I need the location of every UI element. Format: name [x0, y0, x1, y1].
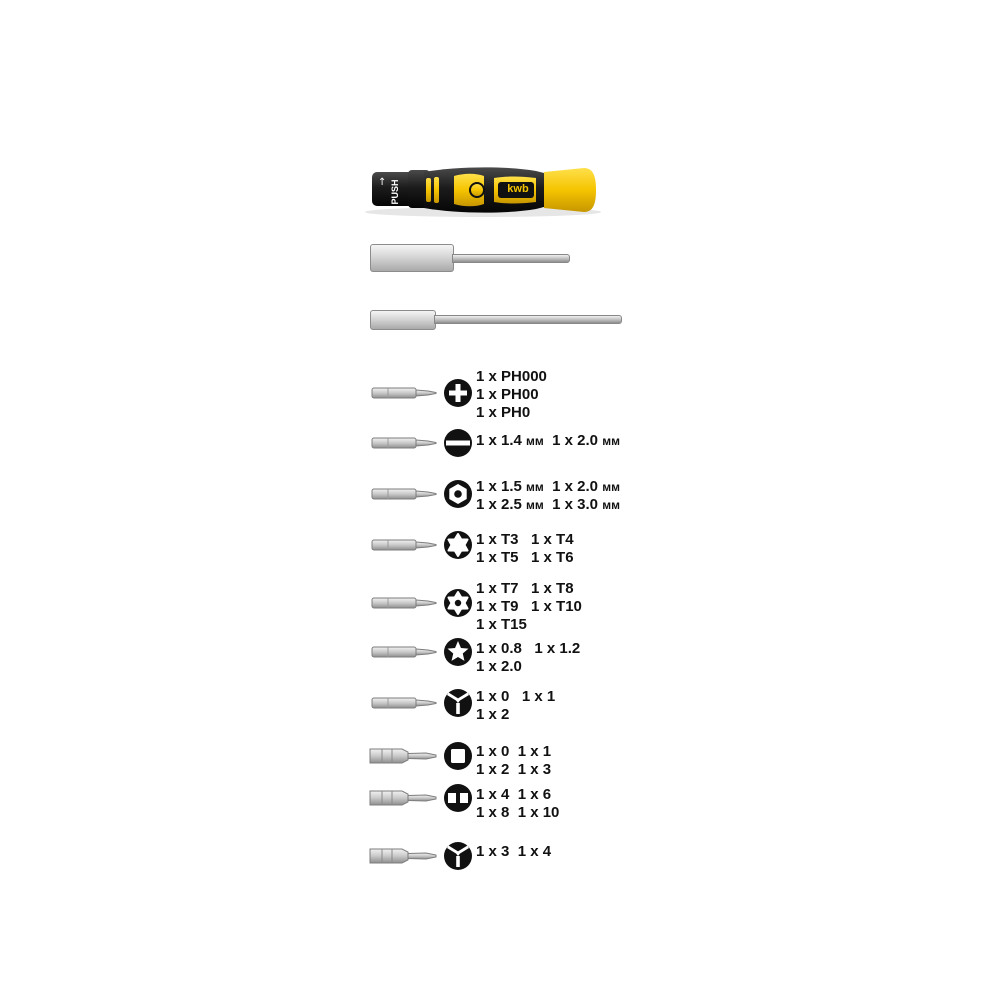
- bit-spec-line: 1 x 4 1 x 6: [476, 786, 552, 803]
- hex-icon: [443, 479, 473, 509]
- bit-image: [368, 694, 440, 712]
- bit-image: [368, 384, 440, 402]
- brand-logo: kwb: [507, 183, 529, 195]
- bit-spec-line: 1 x 1.5 мм 1 x 2.0 мм: [476, 478, 620, 495]
- bit-spec-line: 1 x PH0: [476, 404, 531, 421]
- bit-spec: 1 x 3 1 x 4: [476, 843, 551, 861]
- bit-image: [368, 747, 440, 765]
- bit-spec-line: 1 x 3 1 x 4: [476, 843, 552, 860]
- bit-spec-line: 1 x 2.5 мм 1 x 3.0 мм: [476, 496, 620, 513]
- bit-spec-line: 1 x T7 1 x T8: [476, 580, 574, 597]
- bit-image: [368, 594, 440, 612]
- bit-spec-line: 1 x T15: [476, 616, 527, 633]
- spanner-icon: [443, 783, 473, 813]
- bit-spec-line: 1 x T5 1 x T6: [476, 549, 574, 566]
- bit-spec-line: 1 x PH000: [476, 368, 547, 385]
- bit-spec-line: 1 x 0 1 x 1: [476, 688, 556, 705]
- bit-image: [368, 434, 440, 452]
- bit-image: [368, 643, 440, 661]
- bit-spec-line: 1 x 2.0: [476, 658, 522, 675]
- bit-image: [368, 789, 440, 807]
- pentalobe-icon: [443, 637, 473, 667]
- square-icon: [443, 741, 473, 771]
- bit-spec-line: 1 x T9 1 x T10: [476, 598, 582, 615]
- bit-spec-line: 1 x T3 1 x T4: [476, 531, 574, 548]
- bit-spec-line: 1 x 0.8 1 x 1.2: [476, 640, 581, 657]
- bit-spec-line: 1 x 0 1 x 1: [476, 743, 552, 760]
- bit-spec-line: 1 x 2 1 x 3: [476, 761, 552, 778]
- bit-spec-line: 1 x 2: [476, 706, 510, 723]
- bit-image: [368, 536, 440, 554]
- bit-spec-line: 1 x 1.4 мм 1 x 2.0 мм: [476, 432, 620, 449]
- svg-text:PUSH: PUSH: [390, 179, 400, 204]
- bit-spec-line: 1 x PH00: [476, 386, 539, 403]
- bit-image: [368, 847, 440, 865]
- tri-wing-icon: [443, 688, 473, 718]
- torx-icon: [443, 530, 473, 560]
- slotted-icon: [443, 428, 473, 458]
- screwdriver-handle: PUSH ↑: [365, 167, 601, 217]
- bit-spec: 1 x 1.4 мм 1 x 2.0 мм: [476, 432, 620, 450]
- svg-text:↑: ↑: [378, 177, 386, 188]
- y-tip-icon: [443, 841, 473, 871]
- torx-tamper-icon: [443, 588, 473, 618]
- bit-image: [368, 485, 440, 503]
- phillips-icon: [443, 378, 473, 408]
- bit-spec-line: 1 x 8 1 x 10: [476, 804, 560, 821]
